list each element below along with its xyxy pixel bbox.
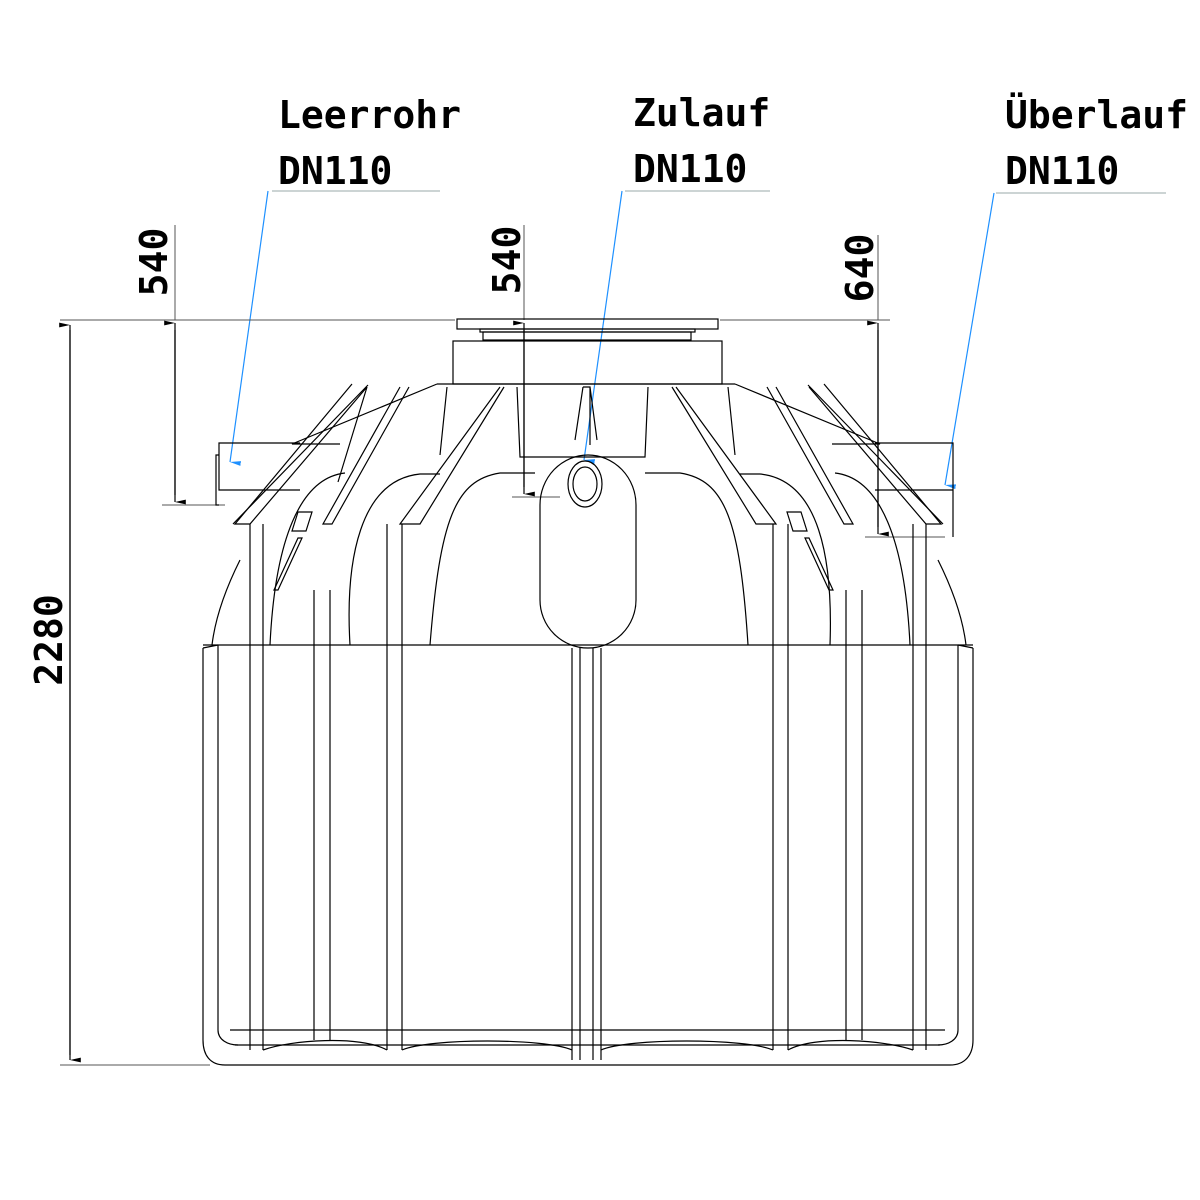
inlet-boss bbox=[539, 454, 637, 649]
leerrohr-size: DN110 bbox=[278, 149, 392, 193]
dimension-ueberlauf: 640 bbox=[838, 234, 889, 537]
ueberlauf-pipe bbox=[875, 442, 954, 537]
dimension-total-height: 2280 bbox=[27, 322, 81, 1063]
ueberlauf-label: Überlauf bbox=[1005, 93, 1188, 137]
zulauf-size: DN110 bbox=[633, 147, 747, 191]
ueberlauf-size: DN110 bbox=[1005, 149, 1119, 193]
label-zulauf: Zulauf DN110 bbox=[583, 91, 770, 464]
tank-body bbox=[202, 648, 974, 1066]
leerrohr-depth-value: 540 bbox=[132, 228, 176, 297]
leerrohr-leader bbox=[229, 190, 269, 466]
lid bbox=[456, 318, 719, 330]
tank-outline bbox=[202, 318, 974, 1066]
ueberlauf-leader bbox=[944, 192, 995, 490]
leerrohr-label: Leerrohr bbox=[278, 93, 461, 137]
total-height-value: 2280 bbox=[27, 594, 71, 686]
dimension-leerrohr: 540 bbox=[132, 225, 186, 505]
dimension-zulauf: 540 bbox=[485, 225, 535, 497]
leerrohr-pipe bbox=[215, 442, 300, 506]
zulauf-depth-value: 540 bbox=[485, 226, 529, 295]
label-ueberlauf: Überlauf DN110 bbox=[944, 93, 1188, 490]
zulauf-pipe bbox=[567, 460, 603, 508]
neck bbox=[452, 340, 723, 385]
label-leerrohr: Leerrohr DN110 bbox=[229, 93, 461, 466]
zulauf-label: Zulauf bbox=[633, 91, 770, 135]
ueberlauf-depth-value: 640 bbox=[838, 234, 882, 303]
